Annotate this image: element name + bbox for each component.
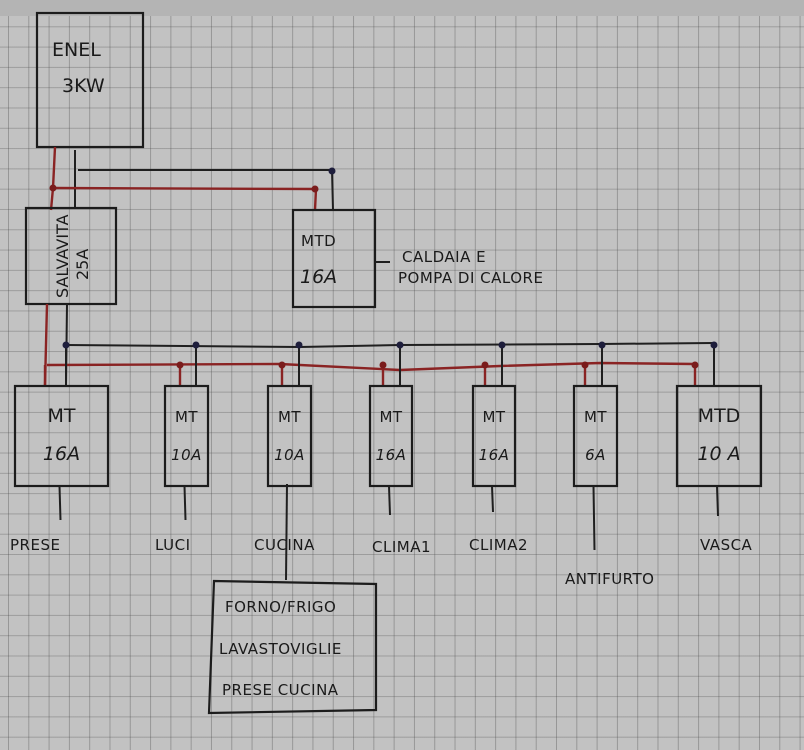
breaker-3: MT 10A CUCINA — [254, 341, 315, 554]
breaker-type: MT — [379, 408, 402, 426]
load-label: CLIMA1 — [372, 538, 431, 556]
junction-dot — [49, 184, 57, 192]
load-label: VASCA — [700, 536, 753, 554]
junction-dot — [328, 167, 336, 175]
kitchen-lead — [285, 483, 288, 581]
junction-dot — [295, 341, 303, 349]
load-label: CLIMA2 — [469, 536, 528, 554]
junction-dot — [498, 341, 506, 349]
mtd-caldaia-type: MTD — [301, 232, 336, 250]
enel-rating: 3KW — [62, 75, 105, 97]
breaker-row: MT 16A PRESE MT 10A LUCI MT 10A CUCINA MT 16A CLIMA… — [10, 341, 763, 588]
junction-dot — [581, 361, 589, 369]
junction-dot — [311, 185, 319, 193]
breaker-type: MT — [482, 408, 505, 426]
caldaia-label-line1: CALDAIA E — [402, 248, 486, 266]
breaker-rating: 6A — [585, 446, 606, 464]
junction-dot — [396, 341, 404, 349]
mtd-caldaia-breaker: MTD 16A CALDAIA E POMPA DI CALORE — [291, 208, 543, 309]
load-label: PRESE — [10, 536, 60, 554]
load-lead — [183, 485, 187, 521]
breaker-rating: 16A — [479, 446, 510, 464]
breaker-rating: 10A — [274, 446, 305, 464]
junction-dot — [176, 361, 184, 369]
breaker-type: MT — [278, 408, 301, 426]
load-label: LUCI — [155, 536, 191, 554]
enel-name: ENEL — [52, 39, 101, 61]
salvavita-box — [24, 206, 118, 306]
breaker-box — [266, 384, 313, 488]
breaker-box — [368, 384, 414, 488]
breaker-rating: 10A — [171, 446, 202, 464]
phase-wire-mtd — [52, 186, 318, 211]
phase-wire-enel — [49, 146, 57, 211]
salvavita-switch: SALVAVITA 25A — [24, 206, 118, 306]
load-label: CUCINA — [254, 536, 315, 554]
junction-dot — [379, 361, 387, 369]
breaker-rating: 16A — [43, 443, 80, 465]
breaker-box — [675, 384, 763, 488]
mtd-caldaia-rating: 16A — [300, 266, 337, 288]
breaker-rating: 10 A — [697, 443, 740, 465]
load-lead — [592, 485, 596, 551]
breaker-type: MT — [584, 408, 607, 426]
breaker-6: MT 6A ANTIFURTO — [565, 341, 654, 588]
kitchen-item: FORNO/FRIGO — [225, 598, 336, 616]
breaker-type: MT — [48, 405, 76, 427]
breaker-box — [572, 384, 619, 488]
junction-dot — [278, 361, 286, 369]
salvavita-rating: 25A — [73, 249, 92, 280]
breaker-rating: 16A — [376, 446, 407, 464]
kitchen-subpanel: FORNO/FRIGO LAVASTOVIGLIE PRESE CUCINA — [207, 483, 378, 715]
breaker-box — [163, 384, 210, 488]
breaker-type: MT — [175, 408, 198, 426]
enel-box — [35, 11, 145, 149]
junction-dot — [598, 341, 606, 349]
load-lead — [58, 485, 62, 521]
load-lead — [491, 485, 494, 513]
kitchen-box — [207, 579, 378, 715]
breaker-box — [471, 384, 517, 488]
load-label: ANTIFURTO — [565, 570, 654, 588]
phase-bus — [46, 361, 696, 372]
kitchen-item: PRESE CUCINA — [222, 681, 339, 699]
breaker-2: MT 10A LUCI — [155, 341, 210, 554]
breaker-4: MT 16A CLIMA1 — [368, 341, 431, 556]
junction-dot — [691, 361, 699, 369]
mtd-caldaia-box — [291, 208, 377, 309]
neutral-bus — [65, 342, 714, 349]
kitchen-item: LAVASTOVIGLIE — [219, 640, 342, 658]
breaker-type: MTD — [698, 405, 741, 427]
breaker-5: MT 16A CLIMA2 — [469, 341, 528, 554]
breaker-box — [13, 384, 110, 488]
load-lead — [716, 485, 719, 517]
caldaia-label-line2: POMPA DI CALORE — [398, 269, 543, 287]
breaker-7: MTD 10 A VASCA — [675, 341, 763, 554]
salvavita-name: SALVAVITA — [53, 214, 72, 298]
junction-dot — [192, 341, 200, 349]
junction-dot — [710, 341, 718, 349]
junction-dot — [62, 341, 70, 349]
load-lead — [388, 485, 391, 516]
enel-meter: ENEL 3KW — [35, 11, 145, 149]
junction-dot — [481, 361, 489, 369]
breaker-1: MT 16A PRESE — [10, 341, 110, 554]
